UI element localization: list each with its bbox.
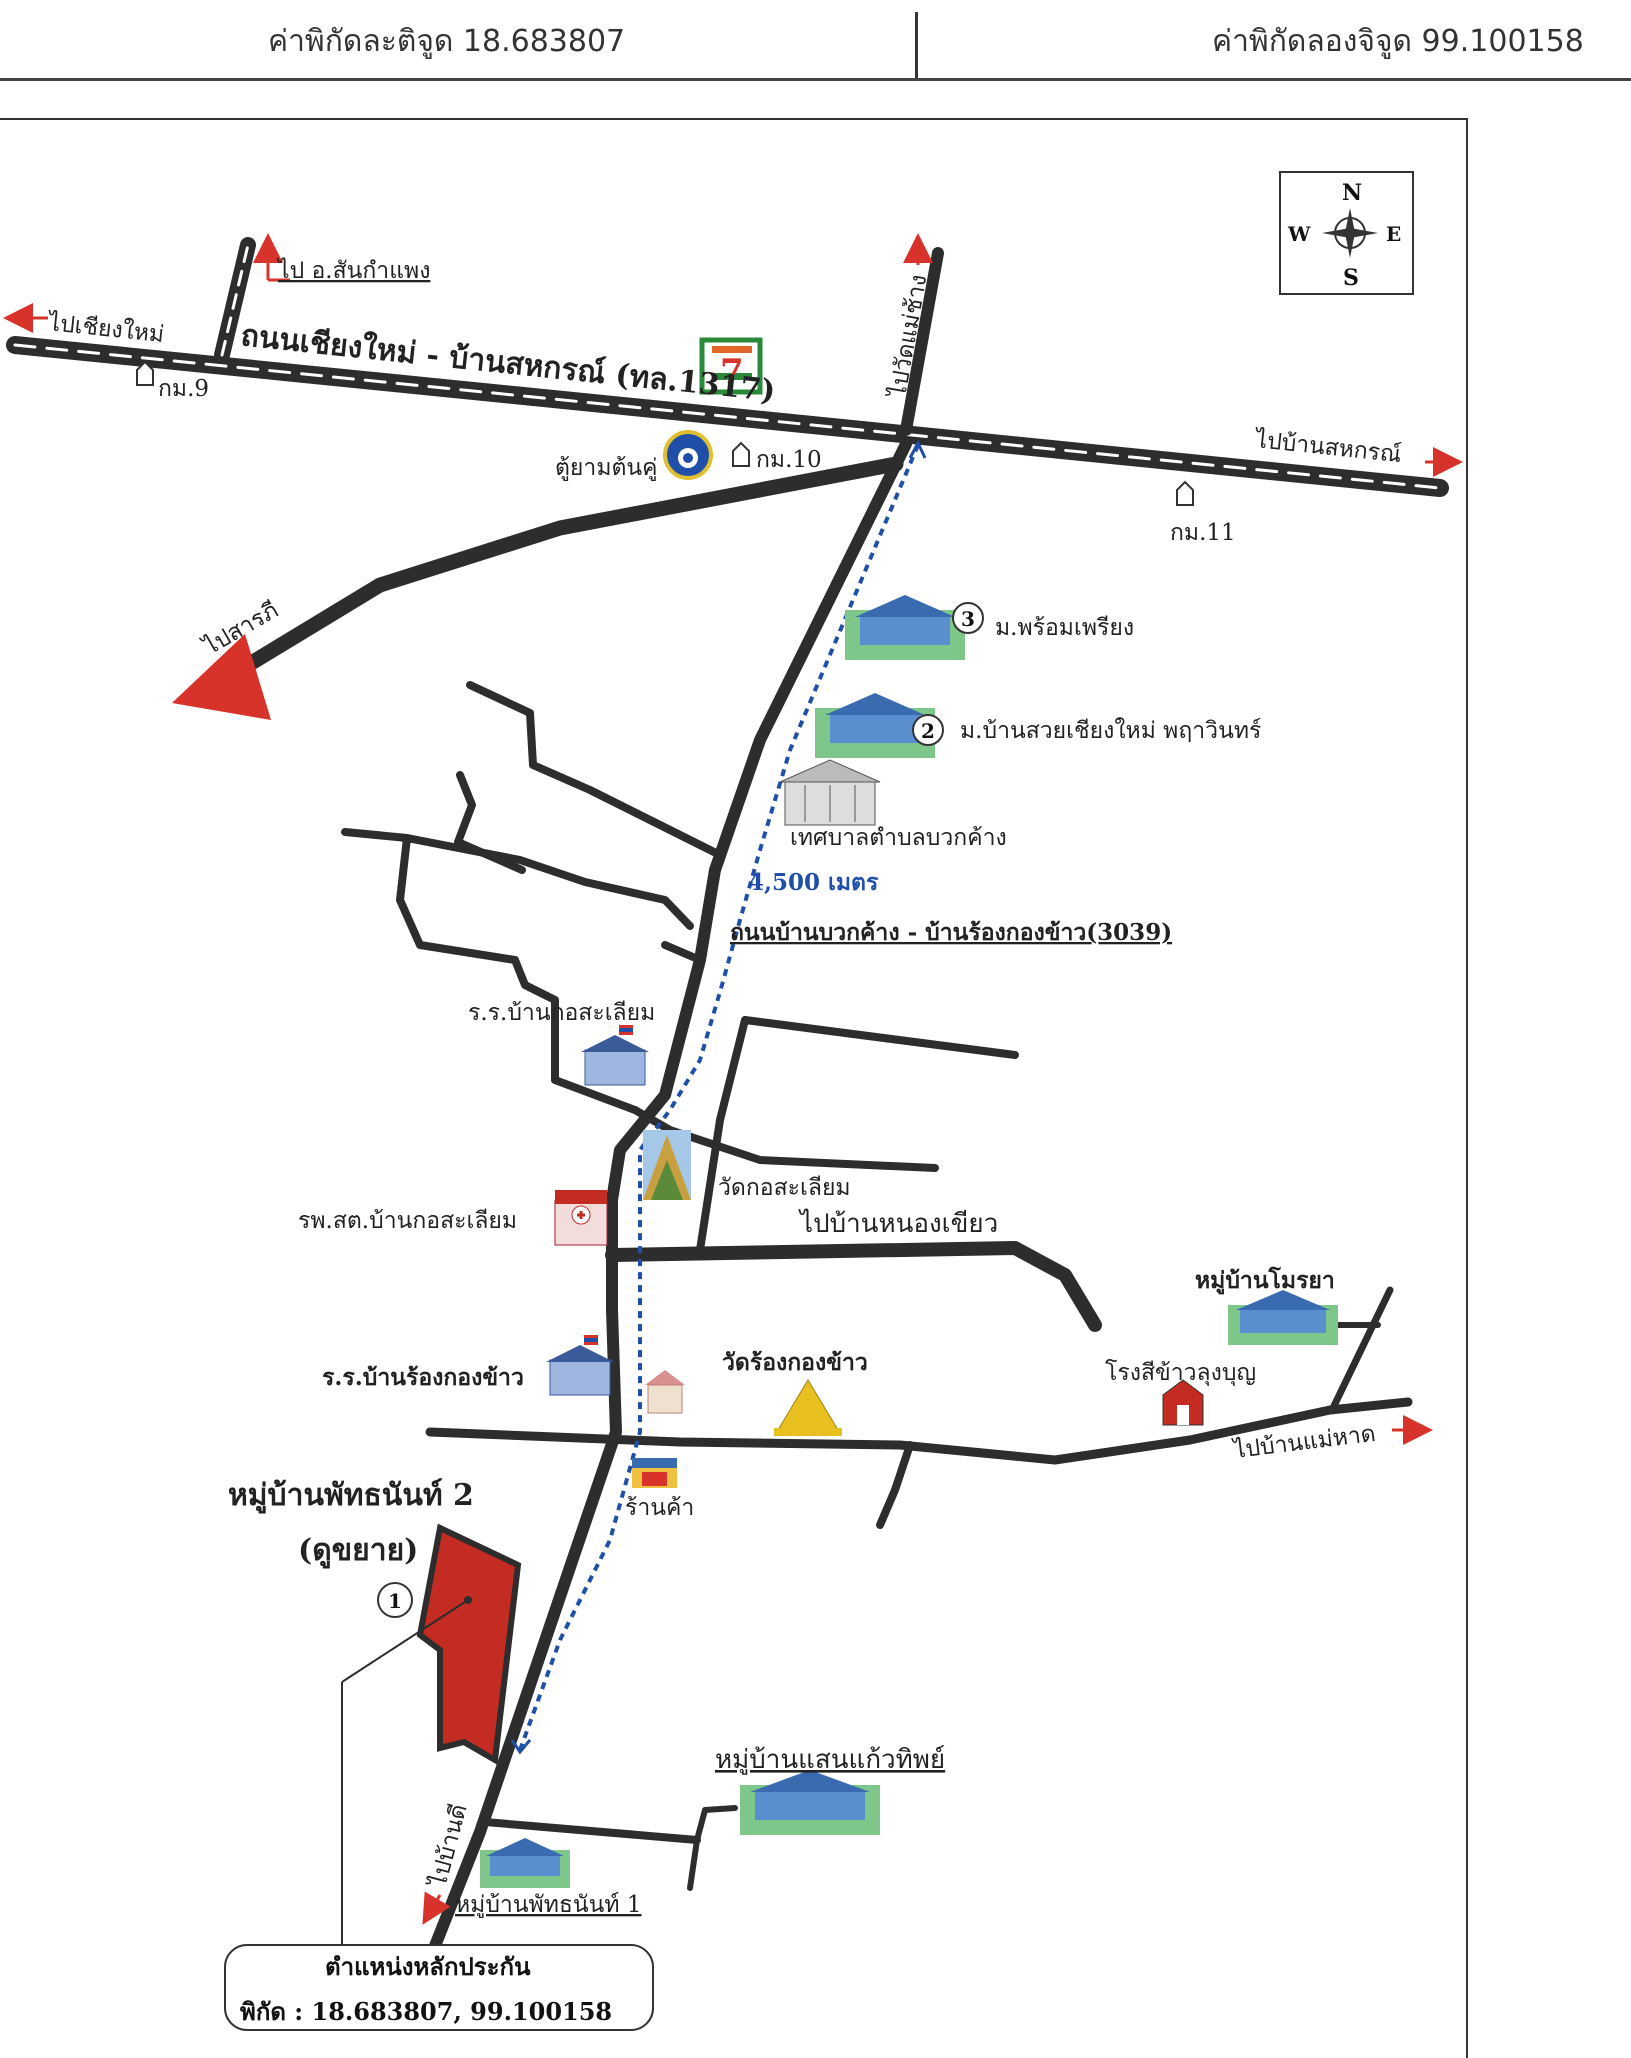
compass-s: S	[1343, 265, 1359, 291]
road-wat-mae-chang	[900, 247, 944, 436]
label-subject-subtitle: (ดูขยาย)	[298, 1533, 418, 1569]
roads	[6, 237, 1449, 1952]
label-to-sankamphaeng: ไป อ.สันกำแพง	[276, 257, 430, 284]
km-markers	[136, 360, 1194, 506]
map-frame	[0, 118, 1468, 2058]
svg-text:7: 7	[720, 352, 744, 392]
label-subject-title: หมู่บ้านพัทธนันท์ 2	[228, 1478, 474, 1514]
label-wat-rong-kong-khao: วัดร้องกองข้าว	[722, 1349, 868, 1376]
header-rule	[0, 78, 1631, 81]
rice-mill-icon	[1162, 1379, 1204, 1426]
label-km10: กม.10	[756, 447, 822, 473]
label-village3: ม.พร้อมเพรียง	[995, 615, 1134, 641]
callout-title: ตำแหน่งหลักประกัน	[325, 1952, 531, 1981]
school-rongkong-icon	[546, 1335, 614, 1396]
label-municipality: เทศบาลตำบลบวกค้าง	[790, 825, 1007, 851]
svg-text:3: 3	[961, 607, 975, 631]
label-village2: ม.บ้านสวยเชียงใหม่ พฤาวินทร์	[960, 717, 1261, 744]
label-school-rong-kong-khao: ร.ร.บ้านร้องกองข้าว	[322, 1364, 524, 1391]
direction-arrows	[2, 233, 1463, 1925]
longitude-label: ค่าพิกัดลองจิจูด 99.100158	[1212, 24, 1584, 59]
label-rice-mill: โรงสีข้าวลุงบุญ	[1105, 1359, 1256, 1386]
label-wat-kosaliam: วัดกอสะเลียม	[718, 1175, 851, 1201]
label-secondary-road: ถนนบ้านบวกค้าง - บ้านร้องกองข้าว(3039)	[730, 919, 1172, 946]
stupa-icon	[774, 1379, 842, 1436]
svg-text:1: 1	[388, 1589, 402, 1613]
store-logo: 7	[699, 337, 763, 395]
compass-rose: N S W E	[1279, 171, 1414, 295]
police-badge-icon	[663, 430, 713, 480]
callout-coords: พิกัด : 18.683807, 99.100158	[240, 1997, 612, 2026]
house-icons	[480, 595, 1338, 1888]
route-arrow-end	[510, 1739, 532, 1755]
latitude-label: ค่าพิกัดละติจูด 18.683807	[268, 24, 626, 59]
route-path	[518, 444, 920, 1751]
number-markers: 3 2 1	[377, 602, 984, 1618]
label-distance: 4,500 เมตร	[748, 869, 879, 896]
building-icons	[546, 759, 1204, 1488]
compass-w: W	[1287, 222, 1311, 246]
compass-e: E	[1386, 222, 1401, 246]
label-police-box: ตู้ยามต้นคู่	[555, 455, 658, 481]
header-bar: ค่าพิกัดละติจูด 18.683807 ค่าพิกัดลองจิจ…	[0, 0, 1631, 82]
road-3039	[429, 438, 912, 1952]
label-to-ban-sahakorn: ไปบ้านสหกรณ์	[1252, 426, 1402, 468]
label-km11: กม.11	[1170, 520, 1236, 546]
school-kosaliam-icon	[581, 1025, 649, 1086]
pavilion-icon	[645, 1370, 685, 1414]
compass-n: N	[1342, 180, 1362, 206]
collateral-callout: ตำแหน่งหลักประกัน พิกัด : 18.683807, 99.…	[224, 1944, 654, 2031]
municipality-icon	[779, 759, 881, 826]
label-health-center: รพ.สต.บ้านกอสะเลียม	[298, 1208, 517, 1234]
health-center-icon	[554, 1190, 608, 1246]
temple-kosaliam-icon	[643, 1130, 691, 1200]
label-village-moraya: หมู่บ้านโมรยา	[1195, 1266, 1335, 1295]
shop-icon	[632, 1458, 677, 1488]
subject-plot	[341, 1523, 522, 1950]
label-village-saen-kaew: หมู่บ้านแสนแก้วทิพย์	[715, 1745, 945, 1775]
svg-text:2: 2	[921, 719, 935, 743]
road-saraphi	[207, 456, 904, 693]
label-shop: ร้านค้า	[625, 1495, 694, 1521]
label-to-nong-khiao: ไปบ้านหนองเขียว	[798, 1208, 998, 1239]
label-school-kosaliam: ร.ร.บ้านกอสะเลียม	[468, 1000, 655, 1026]
label-km9: กม.9	[158, 376, 209, 402]
route-arrow-start	[908, 439, 927, 459]
header-divider	[915, 12, 918, 78]
label-village-phattanan1: หมู่บ้านพัทธนันท์ 1	[455, 1891, 641, 1918]
